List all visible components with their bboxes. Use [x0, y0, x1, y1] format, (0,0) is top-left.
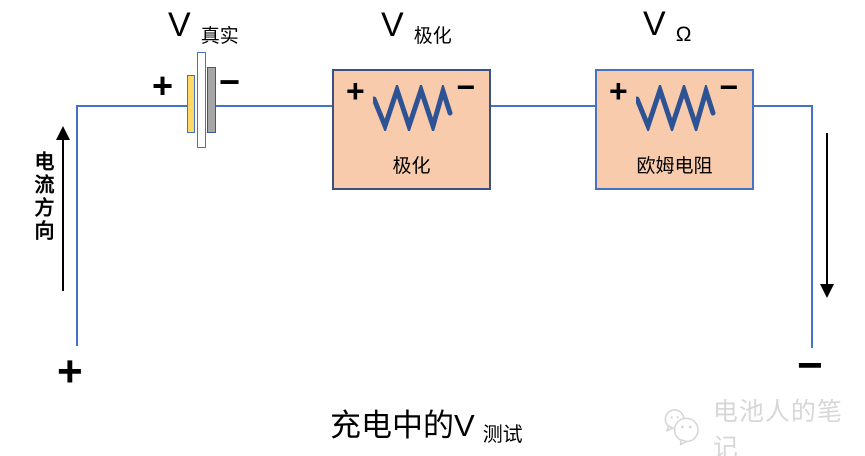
polarization-resistor-box: + − 极化 [332, 69, 491, 190]
down-arrow-icon [820, 284, 834, 298]
current-direction-label: 电流方向 [31, 151, 53, 243]
v-polar-main: V [381, 6, 405, 44]
up-arrow-icon [56, 126, 70, 140]
polar-minus-sign: − [456, 69, 475, 105]
battery-plate-yellow [187, 75, 195, 133]
down-arrow-line [826, 133, 828, 285]
wire-polar-to-ohm-box [490, 105, 596, 107]
watermark-text: 电池人的笔记 [712, 398, 843, 456]
ohm-plus-sign: + [609, 73, 628, 109]
wire-right-vertical [811, 105, 813, 348]
wire-ohm-to-right [752, 105, 813, 107]
wire-left-to-battery [76, 105, 189, 107]
wire-battery-to-polar-box [213, 105, 333, 107]
resistor-icon [636, 85, 716, 131]
label-v-true: V 真实 [168, 6, 239, 47]
polarization-label: 极化 [392, 156, 431, 177]
watermark: 电池人的笔记 [660, 392, 865, 456]
wire-left-vertical [76, 105, 78, 346]
ohmic-label: 欧姆电阻 [636, 156, 713, 177]
battery-minus-sign: − [219, 61, 241, 102]
caption-sub: 测试 [482, 424, 523, 446]
ohmic-resistor-box: + − 欧姆电阻 [595, 69, 754, 190]
battery-plus-sign: + [152, 65, 174, 106]
v-true-sub: 真实 [200, 26, 239, 47]
ohm-minus-sign: − [719, 69, 738, 105]
negative-terminal-sign: − [797, 341, 823, 390]
v-ohm-main: V [643, 5, 667, 43]
label-v-polarization: V 极化 [381, 6, 452, 47]
v-ohm-sub: Ω [675, 23, 692, 46]
diagram-caption: 充电中的V 测试 [330, 400, 523, 446]
resistor-icon [373, 85, 453, 131]
polar-plus-sign: + [346, 73, 365, 109]
battery-plate-long [197, 52, 206, 148]
v-polar-sub: 极化 [413, 26, 452, 47]
positive-terminal-sign: + [57, 347, 83, 396]
battery-plate-gray [207, 67, 216, 133]
v-true-main: V [168, 6, 192, 44]
up-arrow-line [62, 138, 64, 291]
caption-main: 充电中的V [330, 408, 475, 443]
wechat-bubbles-icon [664, 409, 699, 446]
